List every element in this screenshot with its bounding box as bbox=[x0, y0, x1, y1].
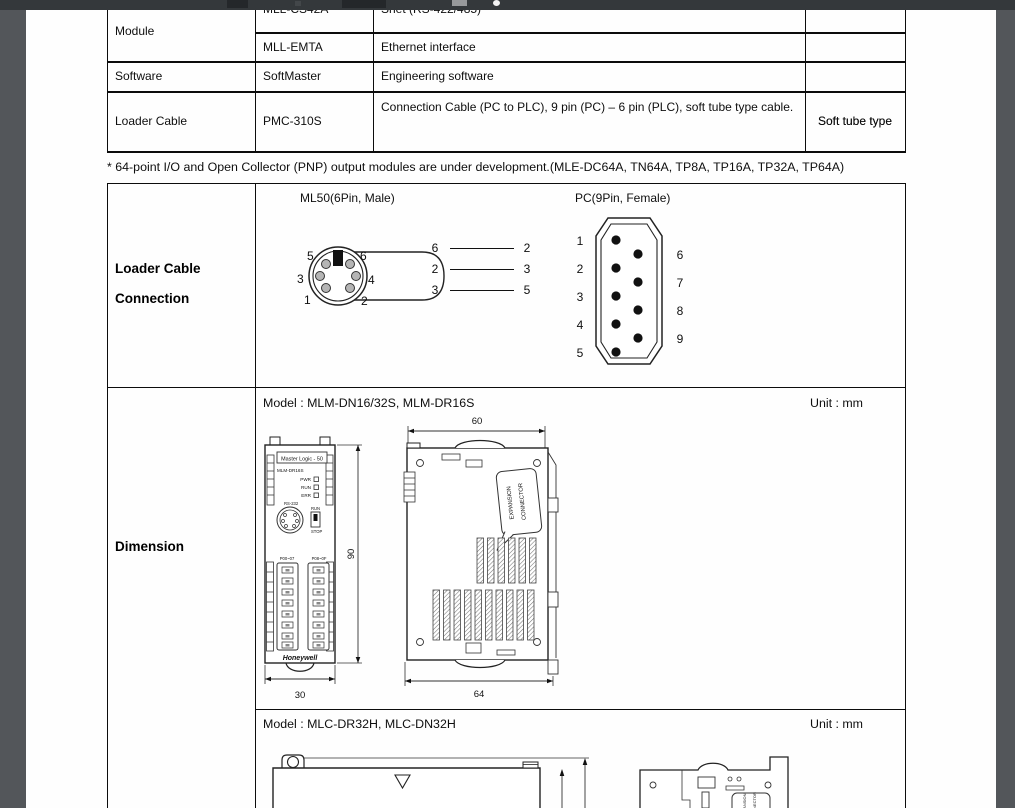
toolbar-button[interactable] bbox=[342, 0, 386, 8]
db9-pin-label: 2 bbox=[577, 262, 584, 276]
unit-label-1: Unit : mm bbox=[810, 396, 864, 410]
table-line bbox=[805, 10, 807, 152]
led-label: ERR bbox=[301, 493, 311, 498]
dim-top-label: 60 bbox=[472, 416, 483, 427]
spec-cell-category: Loader Cable bbox=[115, 114, 188, 128]
unit-label-2: Unit : mm bbox=[810, 717, 864, 731]
table-line bbox=[255, 183, 257, 808]
wire-line bbox=[450, 269, 514, 270]
spec-cell-model: MLL-EMTA bbox=[263, 40, 323, 54]
minidin-pin-label: 5 bbox=[307, 249, 314, 263]
db9-pin-label: 7 bbox=[677, 276, 684, 290]
footnote: * 64-point I/O and Open Collector (PNP) … bbox=[107, 160, 845, 174]
toolbar-icon[interactable] bbox=[493, 0, 500, 6]
dim-width-label: 30 bbox=[295, 690, 306, 701]
spec-cell-category: Software bbox=[115, 69, 163, 83]
table-line bbox=[107, 183, 109, 808]
minidin-pin-label: 1 bbox=[304, 293, 311, 307]
row-label-loader-cable: Loader Cable bbox=[115, 261, 201, 276]
minidin-pin-label: 3 bbox=[297, 272, 304, 286]
document-page[interactable]: MLL-CS42A Snet (RS-422/485) Module MLL-E… bbox=[26, 10, 996, 808]
ml50-title: ML50(6Pin, Male) bbox=[300, 191, 395, 205]
spec-cell-model-clipped: MLL-CS42A bbox=[263, 10, 328, 17]
terminal-header: P08~0F bbox=[312, 556, 327, 561]
table-line bbox=[107, 151, 906, 153]
spec-cell-desc-clipped: Snet (RS-422/485) bbox=[381, 10, 481, 17]
wire-from: 3 bbox=[431, 283, 439, 297]
table-line bbox=[905, 10, 907, 152]
port-label: RS-232 bbox=[284, 501, 299, 506]
table-line bbox=[255, 32, 906, 34]
db9-pin-label: 9 bbox=[677, 332, 684, 346]
pc-title: PC(9Pin, Female) bbox=[575, 191, 671, 205]
plc-subtitle: MLM-DR16S bbox=[277, 468, 304, 473]
toolbar-button[interactable] bbox=[227, 0, 248, 8]
dim-height-label: 90 bbox=[346, 549, 357, 560]
spec-cell-model: SoftMaster bbox=[263, 69, 322, 83]
brand-logo: Honeywell bbox=[283, 655, 319, 662]
mlm-side-view-drawing: 60 EXPANSION CONNECTOR bbox=[403, 416, 559, 700]
dim-bottom-label: 64 bbox=[474, 689, 485, 700]
wire-from: 6 bbox=[431, 241, 439, 255]
table-line bbox=[255, 10, 257, 152]
mlm-front-view-drawing: Master Logic - 50 MLM-DR16S PWR RUN ERR … bbox=[264, 436, 362, 701]
spec-cell-model: PMC-310S bbox=[263, 114, 322, 128]
table-line bbox=[373, 10, 375, 152]
terminal-header: P00~07 bbox=[280, 556, 295, 561]
db9-pin-label: 8 bbox=[677, 304, 684, 318]
connector-label: CONNECTOR bbox=[752, 792, 757, 808]
spec-cell-desc: Connection Cable (PC to PLC), 9 pin (PC)… bbox=[381, 100, 794, 114]
spec-cell-remark: Soft tube type bbox=[817, 114, 893, 128]
spec-cell-desc: Engineering software bbox=[381, 69, 494, 83]
connector-label: CONNECTOR bbox=[518, 483, 528, 521]
minidin-pin-label: 2 bbox=[361, 294, 368, 308]
minidin-connector-drawing bbox=[308, 246, 445, 306]
mlc-front-view-drawing bbox=[272, 754, 589, 808]
minidin-pin-label: 4 bbox=[368, 273, 375, 287]
table-line bbox=[905, 183, 907, 808]
expansion-label: EXPANSION bbox=[506, 486, 515, 520]
wire-to: 3 bbox=[523, 262, 531, 276]
model-label-1: Model : MLM-DN16/32S, MLM-DR16S bbox=[263, 396, 475, 410]
row-label-connection: Connection bbox=[115, 291, 190, 306]
wire-from: 2 bbox=[431, 262, 439, 276]
led-label: PWR bbox=[300, 477, 311, 482]
led-label: RUN bbox=[301, 485, 311, 490]
spec-cell-remark-loader: Soft tube type bbox=[817, 114, 893, 128]
switch-label-stop: STOP bbox=[311, 529, 323, 534]
model-label-2: Model : MLC-DR32H, MLC-DN32H bbox=[263, 717, 456, 731]
table-line bbox=[107, 183, 906, 185]
pdf-viewer-toolbar bbox=[0, 0, 1015, 10]
row-label-dimension: Dimension bbox=[115, 539, 185, 554]
table-line bbox=[107, 91, 906, 93]
db9-pin-label: 4 bbox=[577, 318, 584, 332]
toolbar-button[interactable] bbox=[452, 0, 467, 6]
minidin-pin-label: 6 bbox=[360, 249, 367, 263]
table-line bbox=[107, 61, 906, 63]
table-line bbox=[107, 10, 109, 152]
plc-title: Master Logic - 50 bbox=[281, 457, 323, 463]
table-line bbox=[255, 709, 906, 711]
wire-line bbox=[450, 290, 514, 291]
wire-to: 2 bbox=[523, 241, 531, 255]
db9-pin-label: 6 bbox=[677, 248, 684, 262]
table-line bbox=[107, 387, 906, 389]
db9-connector-drawing: 1 2 3 4 5 6 7 8 9 bbox=[577, 217, 684, 365]
switch-label-run: RUN bbox=[311, 506, 320, 511]
db9-pin-label: 1 bbox=[577, 234, 584, 248]
db9-pin-label: 3 bbox=[577, 290, 584, 304]
spec-cell-category: Module bbox=[115, 24, 155, 38]
db9-pin-label: 5 bbox=[577, 346, 584, 360]
expansion-label: EXPANSION bbox=[742, 793, 747, 808]
spec-cell-desc: Ethernet interface bbox=[381, 40, 476, 54]
mlc-side-view-drawing: EXPANSION CONNECTOR bbox=[639, 756, 789, 808]
wire-to: 5 bbox=[523, 283, 531, 297]
toolbar-caret-icon[interactable] bbox=[295, 1, 301, 6]
wire-line bbox=[450, 248, 514, 249]
